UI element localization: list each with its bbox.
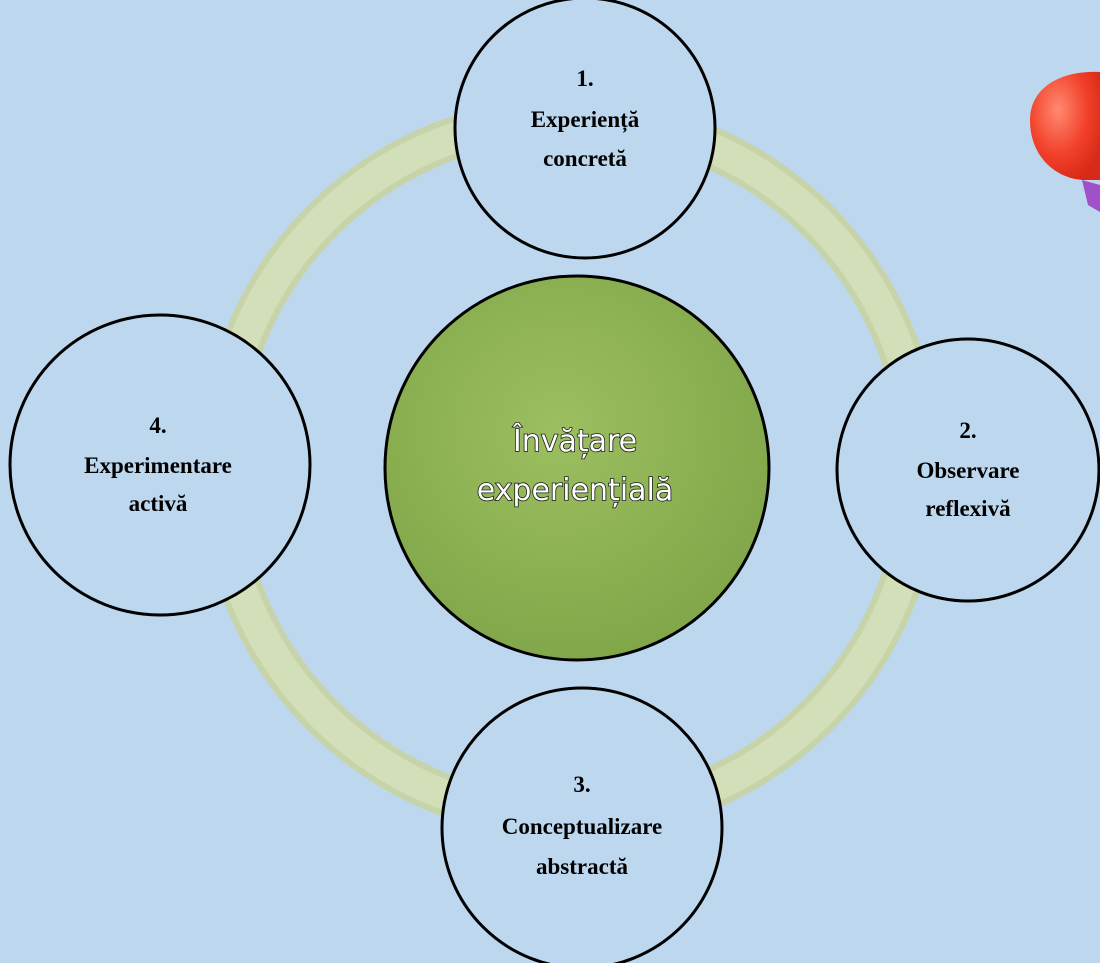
stage-2-reflective-observation: 2. Observare reflexivă <box>835 337 1100 603</box>
stage-2-number: 2. <box>959 418 976 443</box>
stage-2-circle <box>835 337 1100 603</box>
stage-3-abstract-conceptualization: 3. Conceptualizare abstractă <box>440 686 724 963</box>
stage-1-label-line2: concretă <box>543 146 627 171</box>
stage-1-circle <box>453 0 717 260</box>
stage-4-active-experimentation: 4. Experimentare activă <box>8 313 312 617</box>
stage-1-concrete-experience: 1. Experiență concretă <box>453 0 717 260</box>
stage-4-label-line1: Experimentare <box>84 453 232 478</box>
stage-2-label-line1: Observare <box>916 458 1019 483</box>
stage-3-circle <box>440 686 724 963</box>
stage-3-label-line2: abstractă <box>536 854 628 879</box>
stage-4-label-line2: activă <box>129 491 188 516</box>
center-title-line1: Învățare <box>512 423 637 459</box>
stage-4-circle <box>8 313 312 617</box>
center-circle <box>383 274 771 662</box>
center-concept: Învățare experiențială <box>383 274 771 662</box>
stage-1-label-line1: Experiență <box>531 107 640 133</box>
center-title-line2: experiențială <box>477 473 674 508</box>
balloon-shape <box>1030 71 1100 212</box>
stage-3-number: 3. <box>573 772 590 797</box>
stage-2-label-line2: reflexivă <box>925 496 1011 521</box>
stage-1-number: 1. <box>576 66 593 91</box>
stage-3-label-line1: Conceptualizare <box>502 814 663 839</box>
stage-4-number: 4. <box>149 413 166 438</box>
